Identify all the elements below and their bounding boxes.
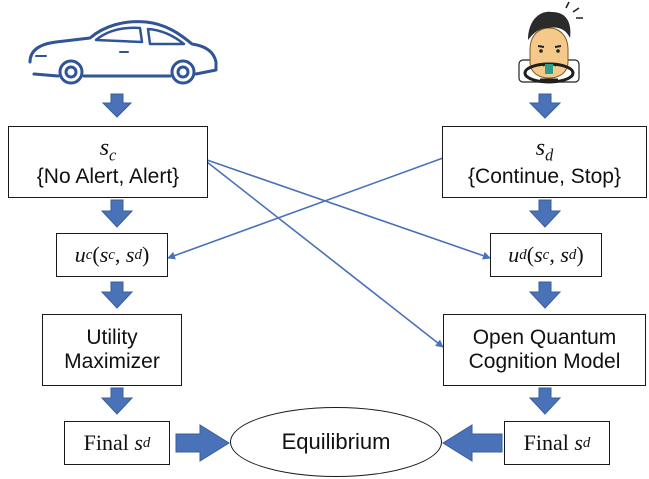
arrow-car-to-sc: [101, 93, 133, 118]
utility-maximizer-box: Utility Maximizer: [42, 314, 182, 386]
quantum-model-line1: Open Quantum: [472, 325, 617, 349]
equilibrium-ellipse: Equilibrium: [230, 407, 442, 477]
arrow-ud-to-quantum: [528, 281, 562, 309]
equilibrium-label: Equilibrium: [281, 429, 391, 454]
arrow-final-left-to-equilibrium: [175, 424, 230, 462]
arrow-uc-to-utility: [100, 281, 134, 309]
car-icon: [28, 20, 218, 85]
arrow-driver-to-sd: [528, 93, 562, 119]
driver-state-symbol: sd: [535, 134, 554, 165]
quantum-model-line2: Cognition Model: [468, 350, 621, 373]
car-state-options: {No Alert, Alert}: [36, 165, 180, 189]
arrow-final-right-to-equilibrium: [442, 424, 503, 462]
driver-icon: [518, 1, 583, 84]
quantum-model-box: Open Quantum Cognition Model: [443, 314, 646, 386]
arrow-sd-to-ud: [528, 199, 562, 228]
utility-maximizer-line2: Maximizer: [64, 350, 160, 373]
connector-sc-to-quantum: [206, 161, 444, 348]
arrow-quantum-to-final: [528, 387, 562, 415]
arrow-sc-to-uc: [100, 199, 134, 228]
driver-state-options: {Continue, Stop}: [468, 165, 621, 189]
driver-state-box: sd {Continue, Stop}: [442, 126, 647, 198]
car-state-box: sc {No Alert, Alert}: [8, 126, 208, 198]
connector-sd-to-uc: [167, 157, 444, 260]
connector-sc-to-ud: [206, 159, 491, 260]
utility-maximizer-line1: Utility: [86, 325, 138, 349]
car-state-symbol: sc: [99, 134, 117, 165]
arrow-utility-to-final: [100, 387, 134, 415]
